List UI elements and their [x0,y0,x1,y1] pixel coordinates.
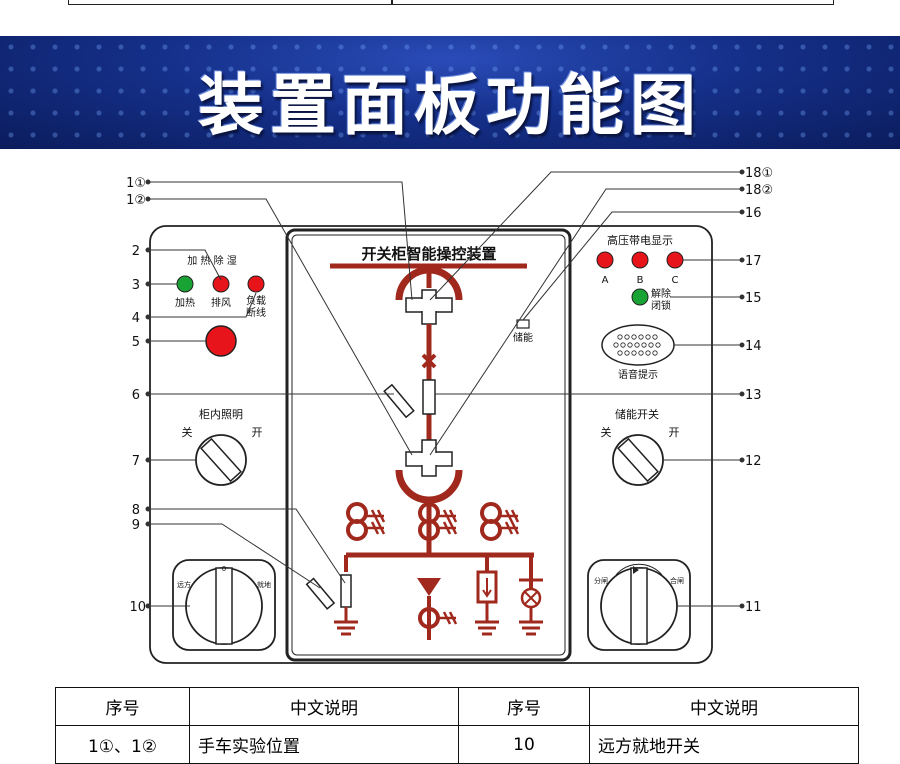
cell-desc-1: 手车实验位置 [189,725,459,764]
callout-14: 14 [745,339,762,354]
voice-speaker-grille [601,324,675,366]
callout-1-1: 1① [126,176,146,191]
cell-no-2: 10 [458,725,590,764]
top-table-edge [68,0,834,5]
panel-title: 开关柜智能操控装置 [361,245,496,263]
lighting-on-label: 开 [252,426,263,439]
table-row: 1①、1② 手车实验位置 10 远方就地开关 [55,725,859,764]
storage-label: 储能 [513,331,533,344]
exhaust-indicator-light [212,275,230,293]
lighting-label: 柜内照明 [199,407,243,421]
callout-18-1: 18① [745,166,773,181]
phase-c-label: C [672,275,679,286]
open-label: 分闸 [594,576,608,585]
callout-12: 12 [745,454,762,469]
emergency-stop-button[interactable] [205,325,237,357]
page-title: 装置面板功能图 [198,67,702,144]
callout-3: 3 [132,278,140,293]
callout-1-2: 1② [126,193,146,208]
remote-label: 远方 [177,580,191,589]
disconnect-label: 断线 [246,306,266,319]
interlock-label: 闭锁 [651,299,671,312]
header-no-2: 序号 [458,687,590,726]
phase-a-label: A [602,275,609,286]
voice-label: 语音提示 [618,368,658,381]
load-disconnect-indicator-light [247,275,265,293]
cell-desc-2: 远方就地开关 [589,725,859,764]
description-table: 序号 中文说明 序号 中文说明 1①、1② 手车实验位置 10 远方就地开关 [55,687,859,764]
device-outline [149,225,713,664]
callout-15: 15 [745,291,762,306]
phase-b-indicator [631,251,649,269]
remote-local-knob[interactable] [172,559,276,651]
callout-18-2: 18② [745,183,773,198]
callout-17: 17 [745,254,762,269]
callout-2: 2 [132,244,140,259]
callout-16: 16 [745,206,762,221]
header-desc-1: 中文说明 [189,687,459,726]
storage-off-label: 关 [601,425,612,439]
center-panel [285,228,572,662]
unlock-label: 解除 [651,287,671,300]
table-header-row: 序号 中文说明 序号 中文说明 [55,687,859,726]
phase-b-label: B [637,275,644,286]
callout-6: 6 [132,388,140,403]
heat-label: 加热 [175,296,195,309]
phase-a-indicator [596,251,614,269]
load-label: 负载 [246,294,266,307]
callout-9: 9 [132,518,140,533]
callout-10: 10 [129,600,146,615]
panel-diagram: 开关柜智能操控装置 [126,166,773,664]
breaker-position-indicator [422,379,436,415]
hv-live-label: 高压带电显示 [607,233,673,247]
callout-7: 7 [132,454,140,469]
header-desc-2: 中文说明 [589,687,859,726]
zero-label: 0 [222,565,226,573]
callout-4: 4 [132,311,140,326]
cell-no-1: 1①、1② [55,725,190,764]
exhaust-label: 排风 [211,296,231,309]
open-close-knob[interactable] [587,559,691,651]
close-label: 合闸 [670,576,684,585]
storage-on-label: 开 [669,426,680,439]
callout-8: 8 [132,503,140,518]
header-no-1: 序号 [55,687,190,726]
heat-dehumid-label: 加 热 除 湿 [187,254,237,267]
lighting-knob[interactable] [195,434,247,486]
unlock-indicator-light [631,288,649,306]
heat-indicator-light [176,275,194,293]
lighting-off-label: 关 [182,425,193,439]
current-transformers [346,502,520,541]
callout-11: 11 [745,600,762,615]
phase-c-indicator [666,251,684,269]
callout-5: 5 [132,335,140,350]
title-banner: 装置面板功能图 [0,36,900,149]
local-label: 就地 [257,580,271,589]
storage-switch-knob[interactable] [612,434,664,486]
callout-13: 13 [745,388,762,403]
storage-switch-label: 储能开关 [615,407,659,421]
